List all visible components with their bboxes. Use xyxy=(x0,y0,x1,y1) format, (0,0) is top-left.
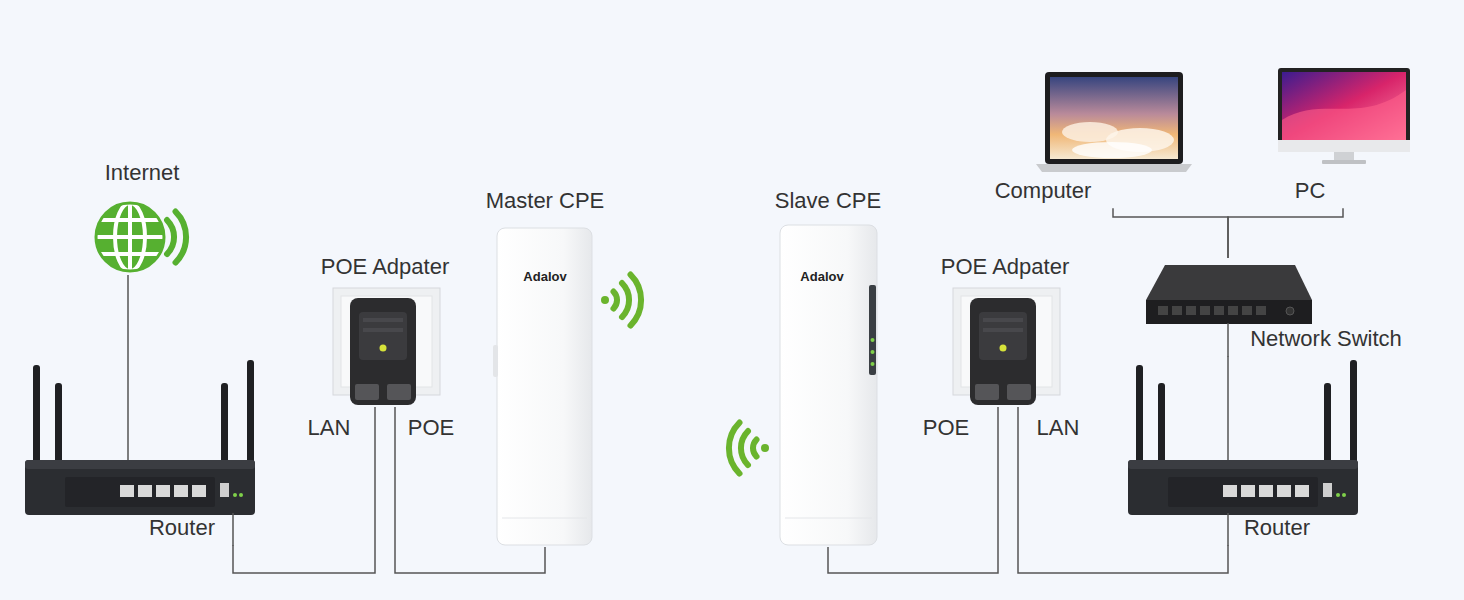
device-label: POE Adpater xyxy=(321,254,449,280)
globe-icon xyxy=(96,203,186,271)
device-node: Computer xyxy=(985,66,1190,208)
device-label: PC xyxy=(1295,178,1326,204)
master-cpe-device xyxy=(502,518,587,519)
cable-stub xyxy=(1227,323,1229,357)
wifi-signal xyxy=(729,423,740,474)
slave-cpe-device xyxy=(869,285,876,375)
wifi-signal xyxy=(601,275,641,326)
laptop-icon xyxy=(1045,72,1183,164)
wifi-signal xyxy=(729,423,769,474)
device-node: Router xyxy=(20,460,265,545)
cable-line xyxy=(395,407,545,573)
globe-icon xyxy=(96,203,164,271)
device-label: Slave CPE xyxy=(775,188,881,214)
monitor-icon xyxy=(1322,160,1366,164)
cable-label: POE xyxy=(405,415,457,441)
globe-icon xyxy=(167,220,174,254)
cable-stub xyxy=(1227,513,1229,546)
network-switch-icon xyxy=(1172,306,1182,315)
cable-stub xyxy=(232,513,234,546)
network-switch-icon xyxy=(1228,306,1238,315)
master-cpe-device xyxy=(493,228,592,545)
cable-label: LAN xyxy=(305,415,354,441)
globe-icon xyxy=(176,212,187,263)
cable-line xyxy=(233,407,375,573)
wifi-signal xyxy=(631,275,642,326)
slave-cpe-device xyxy=(785,518,872,519)
slave-cpe-device xyxy=(780,225,877,545)
poe-adapter-icon xyxy=(333,288,440,405)
device-node: Internet xyxy=(80,155,210,275)
device-label: Router xyxy=(1244,515,1310,541)
wifi-signal xyxy=(761,444,769,452)
slave-cpe-device xyxy=(871,362,875,366)
cable-line xyxy=(1113,208,1228,258)
network-switch-icon xyxy=(1146,265,1312,324)
device-node: POE Adpater xyxy=(925,250,1085,407)
router-icon xyxy=(25,360,255,515)
laptop-icon xyxy=(1036,164,1192,172)
cable-line xyxy=(127,275,129,460)
laptop-icon xyxy=(1050,77,1178,159)
device-node: Router xyxy=(1120,460,1365,545)
laptop-icon xyxy=(1036,72,1192,172)
device-node: PC xyxy=(1268,62,1418,208)
poe-adapter-icon xyxy=(953,288,1060,405)
cable-line xyxy=(1228,208,1343,258)
wifi-signal xyxy=(753,440,757,457)
slave-cpe-device xyxy=(871,350,875,354)
monitor-icon xyxy=(1334,152,1354,161)
device-node: Master CPE Adalov xyxy=(475,184,615,547)
master-cpe-device xyxy=(493,345,498,377)
brand-label: Adalov xyxy=(800,269,843,285)
wifi-signal xyxy=(601,296,609,304)
device-label: Router xyxy=(149,515,215,541)
cable-label: POE xyxy=(920,415,972,441)
monitor-icon xyxy=(1282,72,1406,140)
network-switch-icon xyxy=(1158,306,1168,315)
device-label: Network Switch xyxy=(1250,326,1402,352)
network-switch-icon xyxy=(1214,306,1224,315)
network-switch-icon xyxy=(1242,306,1252,315)
network-switch-icon xyxy=(1256,306,1266,315)
wifi-signal xyxy=(622,283,629,317)
slave-cpe-device xyxy=(871,338,875,342)
cable-label: LAN xyxy=(1034,415,1083,441)
monitor-icon xyxy=(1278,68,1410,152)
cable-line xyxy=(1227,356,1229,460)
globe-icon xyxy=(96,235,164,239)
globe-icon xyxy=(96,203,164,271)
laptop-icon xyxy=(1072,142,1152,158)
device-label: Computer xyxy=(995,178,1092,204)
monitor-icon xyxy=(1278,68,1410,164)
network-switch-icon xyxy=(1146,265,1312,300)
network-switch-icon xyxy=(1286,307,1294,315)
cable-line xyxy=(1018,407,1228,573)
monitor-icon xyxy=(1282,90,1406,140)
network-switch-icon xyxy=(1146,300,1312,324)
device-label: Master CPE xyxy=(486,188,605,214)
brand-label: Adalov xyxy=(523,269,566,285)
globe-icon xyxy=(101,252,159,256)
master-cpe-device xyxy=(497,228,592,545)
device-label: POE Adpater xyxy=(941,254,1069,280)
network-switch-icon xyxy=(1200,306,1210,315)
monitor-icon xyxy=(1278,140,1410,152)
device-label: Internet xyxy=(105,160,180,186)
device-node: POE Adpater xyxy=(305,250,465,407)
slave-cpe-device xyxy=(780,225,877,545)
network-switch-icon xyxy=(1186,306,1196,315)
globe-icon xyxy=(101,218,159,222)
cable-line xyxy=(828,407,998,573)
router-icon xyxy=(1128,360,1358,515)
device-node: Slave CPE Adalov xyxy=(758,184,898,547)
wifi-signal xyxy=(614,292,618,309)
device-node: Network Switch xyxy=(1140,258,1415,356)
wifi-signal xyxy=(741,431,748,465)
